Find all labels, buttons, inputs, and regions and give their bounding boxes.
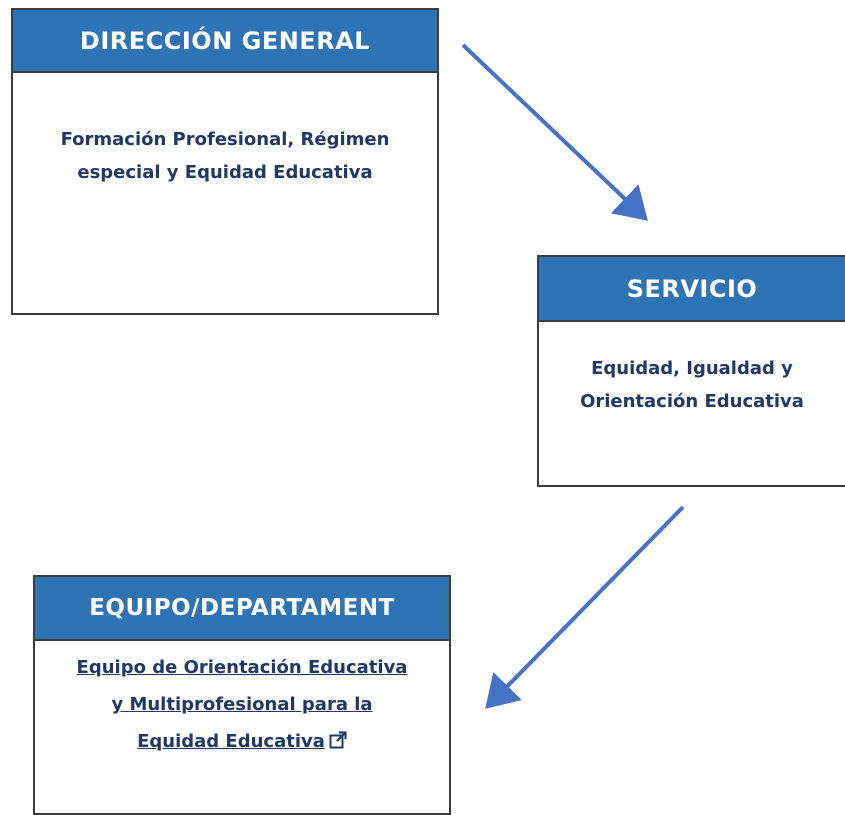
equipo-body: Equipo de Orientación Educativa y Multip… [35, 641, 449, 760]
arrow-servicio-to-equipo [485, 505, 685, 709]
servicio-box: SERVICIO Equidad, Igualdad y Orientación… [537, 255, 845, 487]
direccion-general-body: Formación Profesional, Régimen especial … [60, 129, 390, 183]
equipo-box: EQUIPO/DEPARTAMENT Equipo de Orientación… [33, 575, 451, 815]
external-link-icon [329, 731, 347, 749]
servicio-title: SERVICIO [539, 257, 845, 322]
direccion-general-title: DIRECCIÓN GENERAL [13, 10, 437, 73]
equipo-link[interactable]: Equipo de Orientación Educativa y Multip… [77, 657, 408, 752]
servicio-body: Equidad, Igualdad y Orientación Educativ… [580, 358, 804, 412]
equipo-link-text: Equipo de Orientación Educativa y Multip… [76, 657, 408, 752]
equipo-title: EQUIPO/DEPARTAMENT [35, 577, 449, 641]
arrow-direccion-to-servicio [461, 43, 648, 221]
direccion-general-box: DIRECCIÓN GENERAL Formación Profesional,… [11, 8, 439, 315]
